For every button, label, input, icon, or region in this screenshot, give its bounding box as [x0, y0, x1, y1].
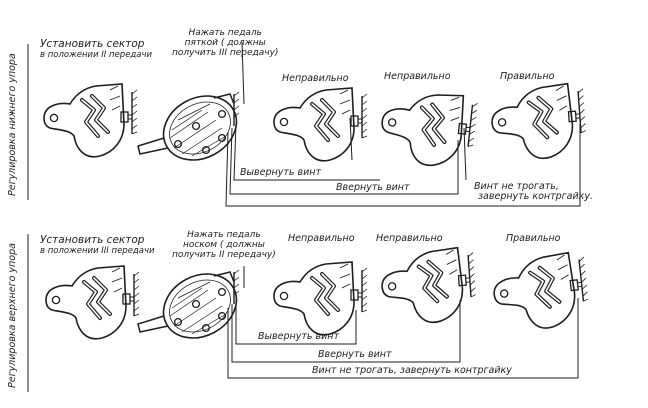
upper-press-pedal-line3: получить II передачу) — [172, 250, 276, 260]
lower-dont-touch-line1: Винт не трогать, — [474, 181, 559, 192]
lower-dont-touch-label: Винт не трогать, завернуть контргайку. — [474, 182, 593, 202]
lower-set-sector-line1: Установить сектор — [40, 38, 145, 50]
upper-correct-drawing — [488, 249, 593, 336]
upper-press-pedal-line1: Нажать педаль — [187, 230, 261, 240]
upper-wrong-2-label: Неправильно — [376, 233, 443, 244]
lower-wrong-2-drawing — [376, 85, 481, 172]
lower-wrong-2-label: Неправильно — [384, 71, 451, 82]
lower-press-pedal-line3: получить III передачу) — [172, 48, 279, 58]
lower-wrong-1-label: Неправильно — [282, 73, 349, 84]
lower-press-pedal-line1: Нажать педаль — [188, 28, 262, 38]
lower-correct-label: Правильно — [500, 71, 555, 82]
upper-set-sector-label: Установить сектор в положении III переда… — [40, 234, 155, 256]
upper-wrong-2-drawing — [377, 244, 480, 328]
lower-unscrew-label: Вывернуть винт — [240, 167, 321, 178]
lower-set-sector-drawing — [42, 82, 139, 159]
lower-press-pedal-line2: пяткой ( должны — [184, 38, 266, 48]
upper-correct-label: Правильно — [506, 233, 561, 244]
upper-wrong-1-label: Неправильно — [288, 233, 355, 244]
upper-screw-in-label: Ввернуть винт — [318, 349, 392, 360]
lower-leader-lines — [225, 41, 581, 207]
upper-side-label: Регулировка верхнего упора — [7, 243, 18, 388]
upper-wrong-1-drawing — [272, 260, 369, 337]
lower-press-pedal-label: Нажать педаль пяткой ( должны получить I… — [172, 28, 278, 58]
lower-correct-drawing — [487, 80, 590, 164]
lower-side-label: Регулировка нижнего упора — [7, 53, 18, 196]
lower-screw-in-label: Ввернуть винт — [336, 182, 410, 193]
upper-dont-touch-label: Винт не трогать, завернуть контргайку — [312, 365, 512, 376]
upper-set-sector-line1: Установить сектор — [40, 234, 145, 246]
upper-press-pedal-line2: носком ( должны — [182, 240, 265, 250]
upper-set-sector-line2: в положении III передачи — [40, 246, 155, 256]
lower-wrong-1-drawing — [272, 86, 369, 163]
lower-set-sector-label: Установить сектор в положении II передач… — [40, 38, 152, 60]
upper-leader-lines — [227, 266, 579, 379]
upper-set-sector-drawing — [44, 264, 141, 341]
upper-pedal-drawing — [137, 260, 249, 352]
upper-press-pedal-label: Нажать педаль носком ( должны получить I… — [172, 230, 276, 260]
upper-unscrew-label: Вывернуть винт — [258, 331, 339, 342]
lower-set-sector-line2: в положении II передачи — [40, 50, 153, 60]
lower-dont-touch-line2: завернуть контргайку. — [478, 191, 594, 202]
